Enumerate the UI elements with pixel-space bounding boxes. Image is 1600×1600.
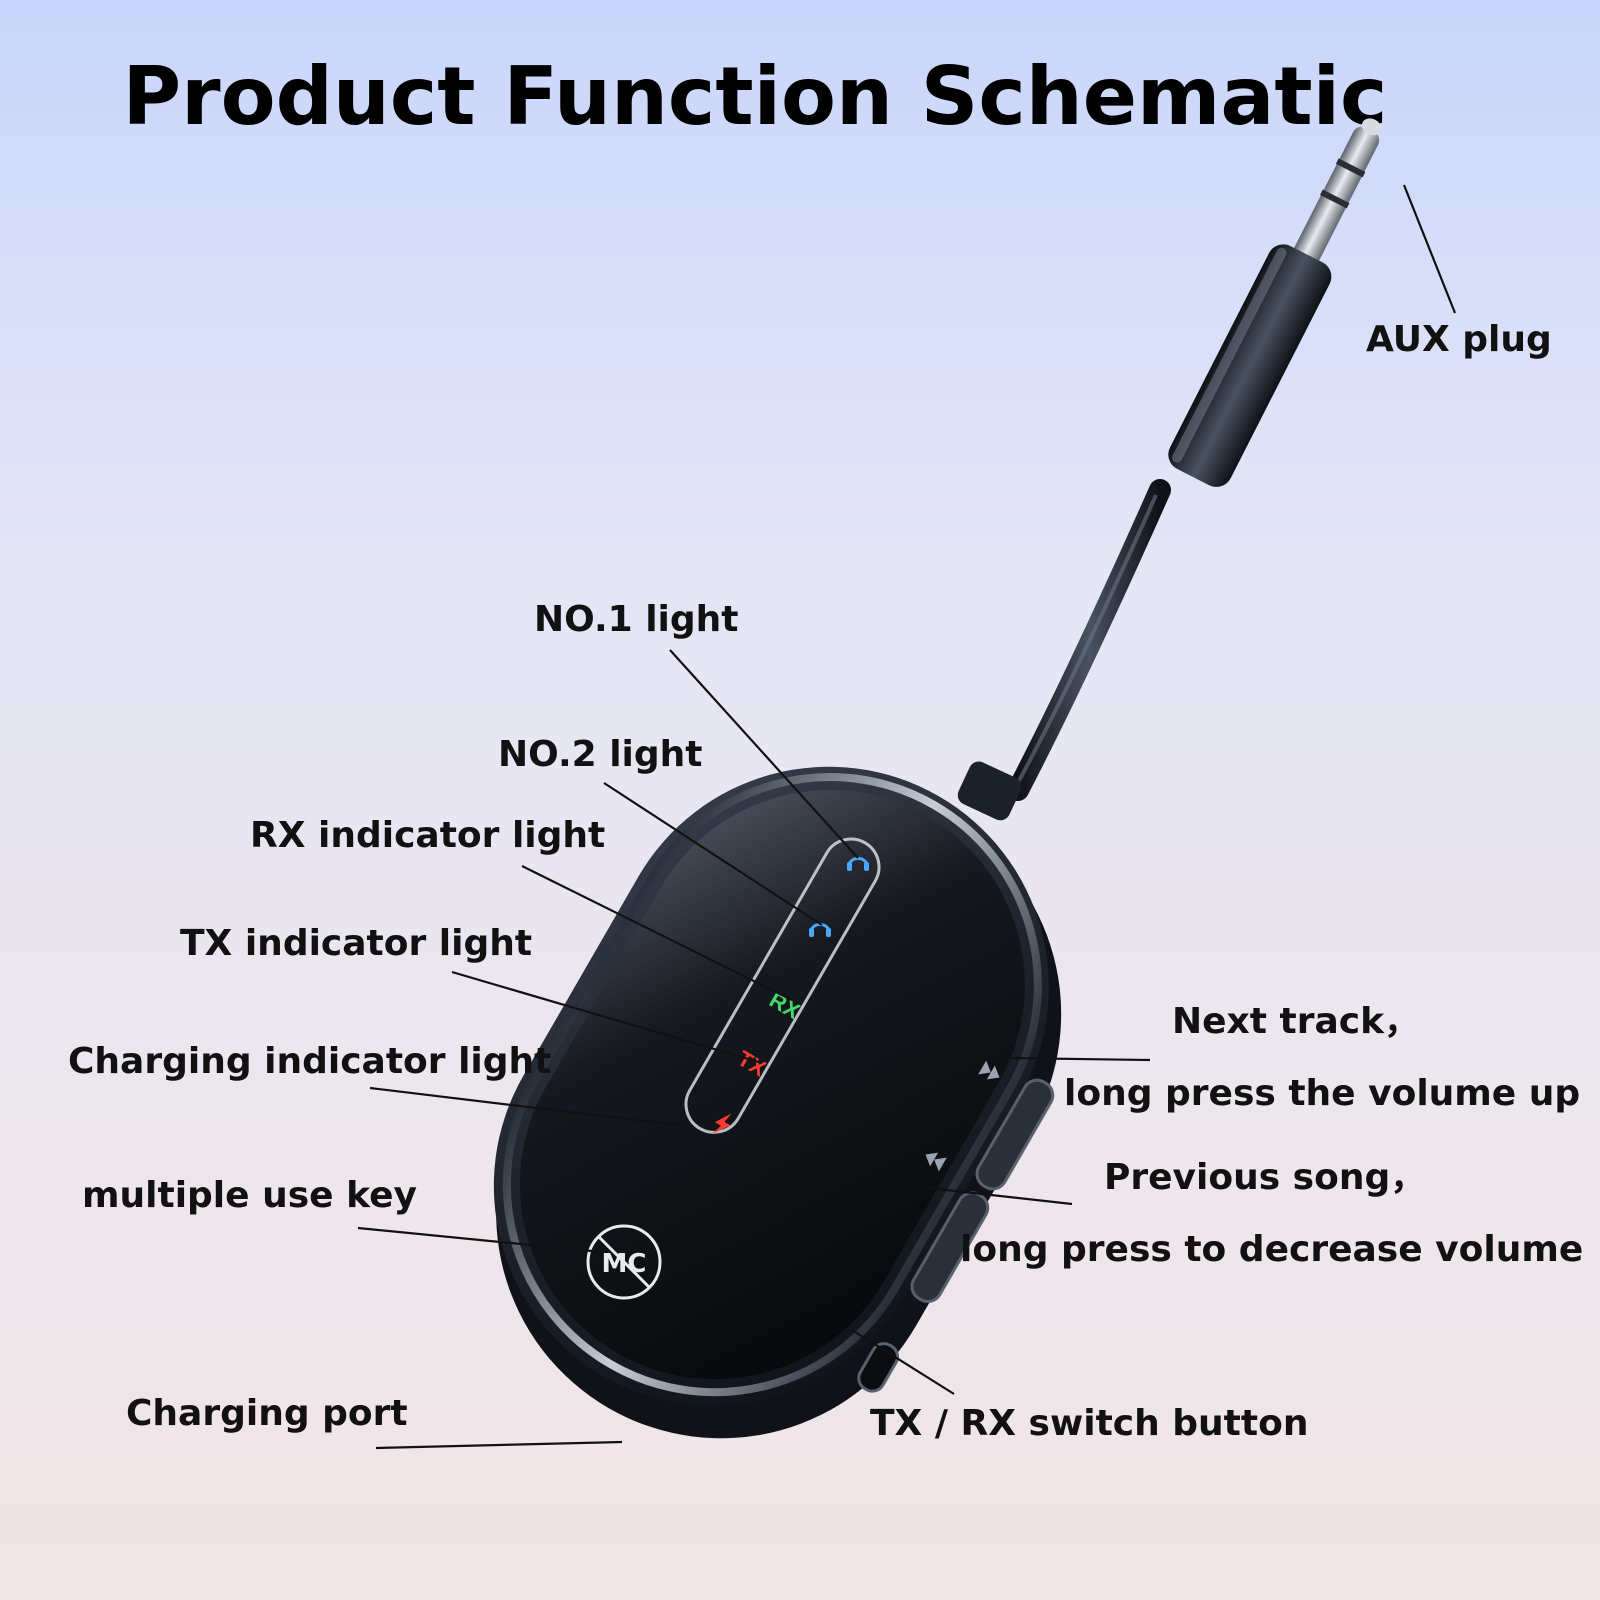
next-track-icon <box>978 1060 1000 1080</box>
indicator-panel <box>684 837 881 1134</box>
previous-track-icon <box>925 1152 947 1172</box>
no2-light-label: NO.2 light <box>498 734 703 775</box>
previous-song-sub-label: long press to decrease volume <box>960 1229 1584 1270</box>
charging-bolt-icon <box>711 1113 732 1135</box>
leader-lines <box>357 184 1457 1450</box>
logo-icon: MC <box>586 1224 662 1300</box>
next-track-label: Next track， <box>1172 1001 1421 1042</box>
charging-port-label: Charging port <box>126 1393 408 1434</box>
page-title: Product Function Schematic <box>122 50 1388 143</box>
switch-button-label: TX / RX switch button <box>870 1403 1309 1444</box>
aux-plug-label: AUX plug <box>1366 319 1552 360</box>
svg-text:MC: MC <box>602 1249 647 1279</box>
no1-light-label: NO.1 light <box>534 599 739 640</box>
aux-plug <box>1168 118 1382 487</box>
previous-song-label: Previous song， <box>1104 1157 1427 1198</box>
charging-light-label: Charging indicator light <box>68 1041 552 1082</box>
tx-light-label: TX indicator light <box>180 923 533 964</box>
headphone-icon <box>847 856 869 871</box>
multi-key-label: multiple use key <box>82 1175 417 1216</box>
rx-light-label: RX indicator light <box>250 815 606 856</box>
next-track-sub-label: long press the volume up <box>1064 1073 1581 1114</box>
